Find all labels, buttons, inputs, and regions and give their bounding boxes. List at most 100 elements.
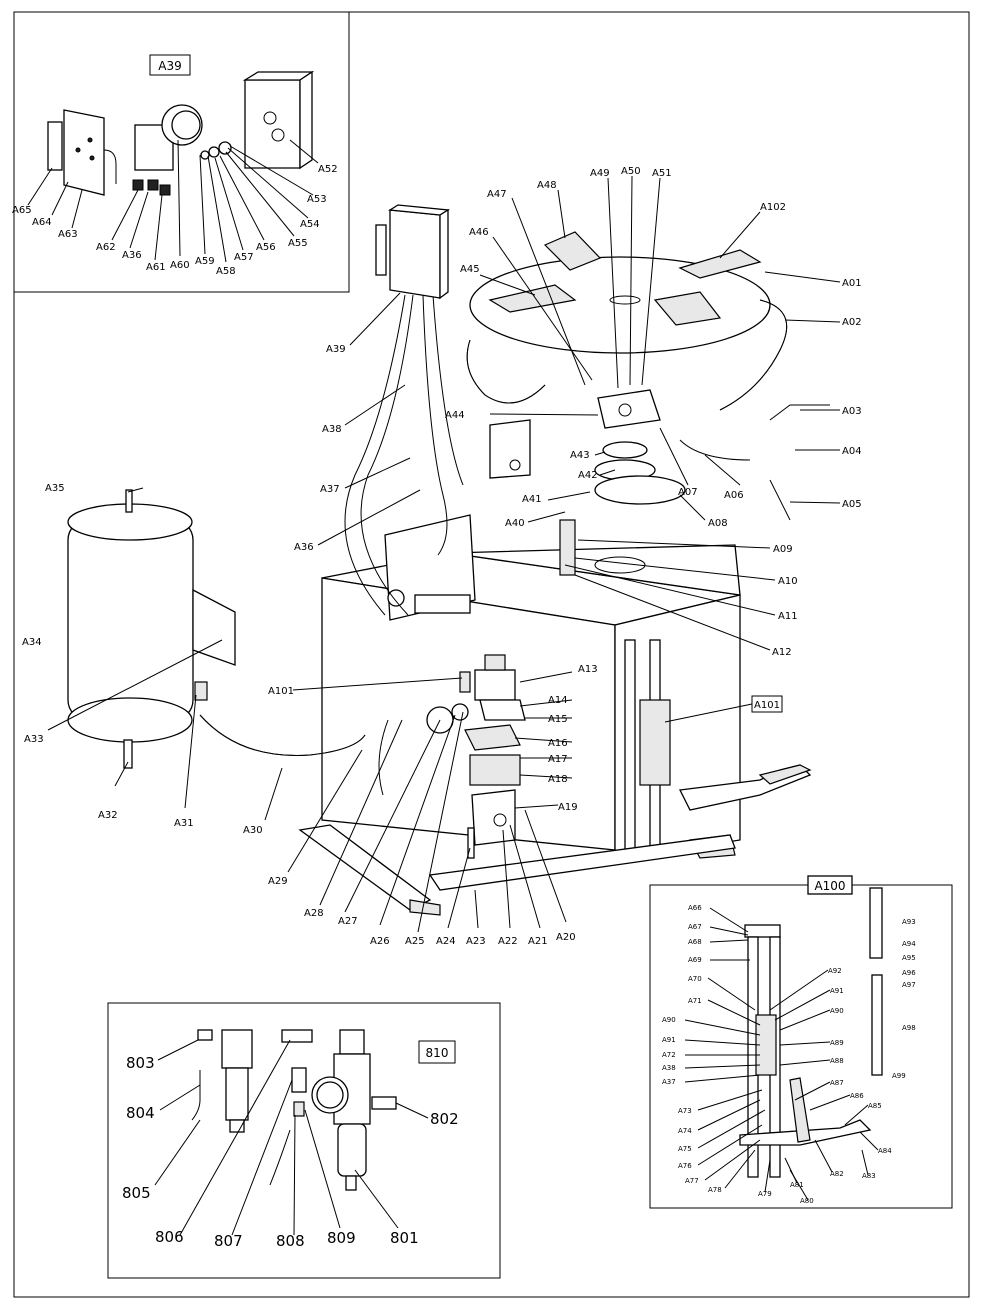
label-a06: A06: [724, 490, 744, 501]
label-a76: A76: [678, 1162, 692, 1170]
label-a31: A31: [174, 818, 194, 829]
control-box: [375, 204, 450, 300]
fitting-stack: [200, 141, 232, 160]
label-a10: A10: [778, 576, 798, 587]
tee-fittings: [269, 1029, 313, 1186]
label-a44: A44: [445, 410, 465, 421]
label-a74: A74: [678, 1127, 692, 1135]
inlet-hose: [199, 714, 366, 756]
label-a54: A54: [300, 219, 320, 230]
inset-810-leaders: [154, 1039, 429, 1236]
label-801: 801: [390, 1229, 419, 1247]
label-a98: A98: [902, 1024, 916, 1032]
hoses: [344, 294, 830, 616]
label-a34: A34: [22, 637, 42, 648]
label-a73: A73: [678, 1107, 692, 1115]
label-a82: A82: [830, 1170, 844, 1178]
label-a38-inset: A38: [662, 1064, 676, 1072]
label-a80: A80: [800, 1197, 814, 1205]
label-a03: A03: [842, 406, 862, 417]
label-a42: A42: [578, 470, 598, 481]
label-a41: A41: [522, 494, 542, 505]
label-a69: A69: [688, 956, 702, 964]
inset-a100-title-box: [807, 875, 853, 895]
label-a22: A22: [498, 936, 518, 947]
label-a09: A09: [773, 544, 793, 555]
label-a08: A08: [708, 518, 728, 529]
label-a89: A89: [830, 1039, 844, 1047]
label-a58: A58: [216, 266, 236, 277]
filter-regulator: [311, 1029, 397, 1191]
valve-block: [489, 389, 686, 576]
label-a70: A70: [688, 975, 702, 983]
cover-box: [242, 70, 315, 170]
label-a39: A39: [326, 344, 346, 355]
label-a21: A21: [528, 936, 548, 947]
inset-a100-frame: [649, 884, 953, 1209]
label-a95: A95: [902, 954, 916, 962]
label-a15: A15: [548, 714, 568, 725]
label-a99: A99: [892, 1072, 906, 1080]
turntable: [466, 231, 788, 411]
label-a90: A90: [830, 1007, 844, 1015]
label-a68: A68: [688, 938, 702, 946]
inset-a100-title: A100: [814, 879, 845, 893]
label-a85: A85: [868, 1102, 882, 1110]
label-a97: A97: [902, 981, 916, 989]
main-assembly: A47 A48 A49 A50 A51 A102 A46 A45 A44 A01…: [22, 166, 862, 947]
label-a87: A87: [830, 1079, 844, 1087]
label-a43: A43: [570, 450, 590, 461]
label-a23: A23: [466, 936, 486, 947]
label-a02: A02: [842, 317, 862, 328]
label-a18: A18: [548, 774, 568, 785]
label-a84: A84: [878, 1147, 892, 1155]
air-tank: [67, 489, 236, 769]
inset-810-title-box: [418, 1040, 456, 1064]
label-a92: A92: [828, 967, 842, 975]
label-a79: A79: [758, 1190, 772, 1198]
gauge-bracket: [132, 104, 203, 196]
label-a56: A56: [256, 242, 276, 253]
label-a71: A71: [688, 997, 702, 1005]
label-a32: A32: [98, 810, 118, 821]
label-a77: A77: [685, 1177, 699, 1185]
label-809: 809: [327, 1229, 356, 1247]
label-a94: A94: [902, 940, 916, 948]
label-a13: A13: [578, 664, 598, 675]
inset-810-title: 810: [426, 1046, 449, 1060]
label-a20: A20: [556, 932, 576, 943]
label-a01: A01: [842, 278, 862, 289]
label-a45: A45: [460, 264, 480, 275]
callout-a101-leader: [664, 703, 753, 723]
inset-a39-frame: [13, 11, 350, 293]
label-808: 808: [276, 1232, 305, 1250]
label-a05: A05: [842, 499, 862, 510]
label-807: 807: [214, 1232, 243, 1250]
label-802: 802: [430, 1110, 459, 1128]
label-a49: A49: [590, 168, 610, 179]
label-806: 806: [155, 1228, 184, 1246]
regulator-group: [378, 654, 526, 859]
label-a81: A81: [790, 1181, 804, 1189]
cabinet: [321, 514, 812, 861]
label-a26: A26: [370, 936, 390, 947]
label-a62: A62: [96, 242, 116, 253]
mounting-plate: [47, 109, 117, 196]
label-a101: A101: [268, 686, 294, 697]
lubricator: [191, 1029, 253, 1133]
label-a53: A53: [307, 194, 327, 205]
label-a67: A67: [688, 923, 702, 931]
label-a96: A96: [902, 969, 916, 977]
inset-a100: A100 A66: [649, 875, 953, 1209]
label-a27: A27: [338, 916, 358, 927]
label-a38: A38: [322, 424, 342, 435]
label-a07: A07: [678, 487, 698, 498]
label-a60: A60: [170, 260, 190, 271]
label-a65: A65: [12, 205, 32, 216]
label-a48: A48: [537, 180, 557, 191]
label-a90-left: A90: [662, 1016, 676, 1024]
label-a88: A88: [830, 1057, 844, 1065]
label-a83: A83: [862, 1172, 876, 1180]
